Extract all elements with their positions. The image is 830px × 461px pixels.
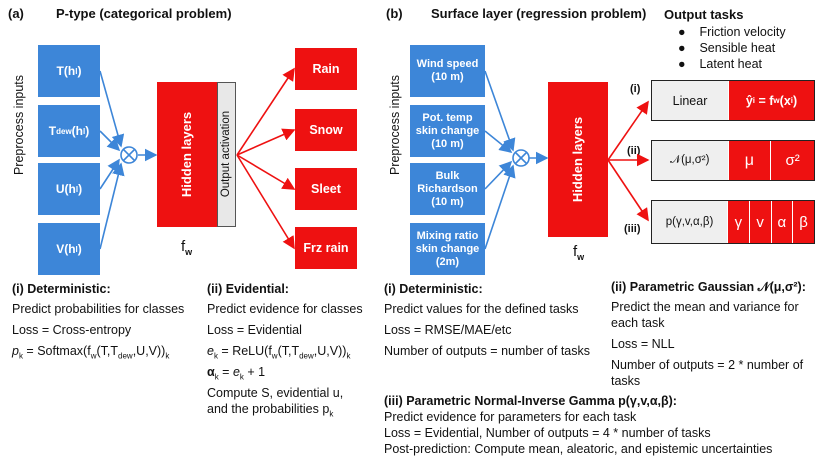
mu-cell: μ (727, 141, 771, 180)
input-mixing-ratio: Mixing ratio skin change (2m) (410, 223, 485, 275)
edge-act-frzrain (236, 154, 295, 250)
b-iii-line3: Post-prediction: Compute mean, aleatoric… (384, 442, 773, 456)
b-ii-line1a: Predict the mean and variance for (611, 300, 799, 314)
output-sleet: Sleet (295, 168, 357, 210)
output-row-gaussian: 𝒩(μ,σ²) μ σ² (651, 140, 815, 181)
linear-cell: Linear (652, 81, 728, 120)
input-wind-speed: Wind speed (10 m) (410, 45, 485, 97)
sigma2-cell: σ² (770, 141, 814, 180)
panel-a-label: (a) (8, 6, 24, 21)
a-i-line2: Loss = Cross-entropy (12, 323, 132, 337)
b-ii-line3b: tasks (611, 374, 641, 388)
panel-a-fw: fw (181, 238, 193, 257)
edge-t-sum (99, 70, 125, 148)
panel-b-fw: fw (573, 243, 585, 262)
b-i-line2: Loss = RMSE/MAE/etc (384, 323, 512, 337)
beta-cell: β (792, 201, 814, 243)
b-iii-title: (iii) Parametric Normal-Inverse Gamma p(… (384, 394, 677, 408)
edge-act-rain (236, 67, 295, 156)
b-iii-line1: Predict evidence for parameters for each… (384, 410, 637, 424)
output-activation-box (217, 82, 236, 227)
input-pot-temp: Pot. temp skin change (10 m) (410, 105, 485, 157)
a-ii-line5a: Compute S, evidential u, (207, 386, 344, 400)
edge-hidden-nig (607, 159, 649, 222)
b-ii-line2: Loss = NLL (611, 337, 675, 351)
output-task-3: ● Latent heat (678, 57, 763, 71)
panel-a-title: P-type (categorical problem) (56, 6, 232, 21)
b-ii-title: (ii) Parametric Gaussian 𝒩(μ,σ²): (611, 280, 806, 294)
output-rain: Rain (295, 48, 357, 90)
output-task-2: ● Sensible heat (678, 41, 776, 55)
a-ii-alpha: αk = ek + 1 (207, 365, 266, 382)
b-ii-line3a: Number of outputs = 2 * number of (611, 358, 804, 372)
sum-node-b (512, 149, 530, 167)
a-ii-line2: Loss = Evidential (207, 323, 302, 337)
a-i-line1: Predict probabilities for classes (12, 302, 185, 316)
edge-hidden-linear (607, 100, 649, 161)
panel-b-title: Surface layer (regression problem) (431, 6, 647, 21)
output-task-1: ● Friction velocity (678, 25, 786, 39)
edge-mix-sum (484, 164, 516, 250)
gamma-cell: γ (727, 201, 749, 243)
edge-tdew-sum (99, 130, 121, 152)
b-i-title: (i) Deterministic: (384, 282, 483, 296)
a-ii-title: (ii) Evidential: (207, 282, 289, 296)
b-i-line1: Predict values for the defined tasks (384, 302, 579, 316)
edge-v-sum (99, 162, 125, 250)
a-i-softmax: pk = Softmax(fw(T,Tdew,U,V))k (12, 344, 170, 361)
edge-wind-sum (484, 70, 516, 152)
b-i-line3: Number of outputs = number of tasks (384, 344, 591, 358)
panel-a-hidden-layers: Hidden layers (157, 82, 217, 227)
row-i-label: (i) (630, 83, 641, 95)
row-iii-label: (iii) (624, 223, 641, 235)
a-i-title: (i) Deterministic: (12, 282, 111, 296)
output-tasks-title: Output tasks (664, 7, 744, 22)
gaussian-cell: 𝒩(μ,σ²) (652, 141, 728, 180)
output-row-nig: p(γ,v,α,β) γ v α β (651, 200, 815, 244)
edge-act-sleet (236, 154, 296, 190)
a-ii-relu: ek = ReLU(fw(T,Tdew,U,V))k (207, 344, 351, 361)
edge-act-snow (236, 128, 296, 156)
v-cell: v (748, 201, 771, 243)
edge-pot-sum (484, 130, 513, 154)
sum-node-a (120, 146, 138, 164)
output-frz-rain: Frz rain (295, 227, 357, 269)
b-iii-line2: Loss = Evidential, Number of outputs = 4… (384, 426, 711, 440)
b-ii-line1b: each task (611, 316, 665, 330)
nig-cell: p(γ,v,α,β) (652, 201, 728, 243)
alpha-cell: α (770, 201, 793, 243)
input-bulk-richardson: Bulk Richardson (10 m) (410, 163, 485, 215)
panel-b-hidden-layers: Hidden layers (548, 82, 608, 237)
a-ii-line5b: and the probabilities pk (207, 402, 334, 419)
output-snow: Snow (295, 109, 357, 151)
a-ii-line1: Predict evidence for classes (207, 302, 363, 316)
panel-b-label: (b) (386, 6, 403, 21)
